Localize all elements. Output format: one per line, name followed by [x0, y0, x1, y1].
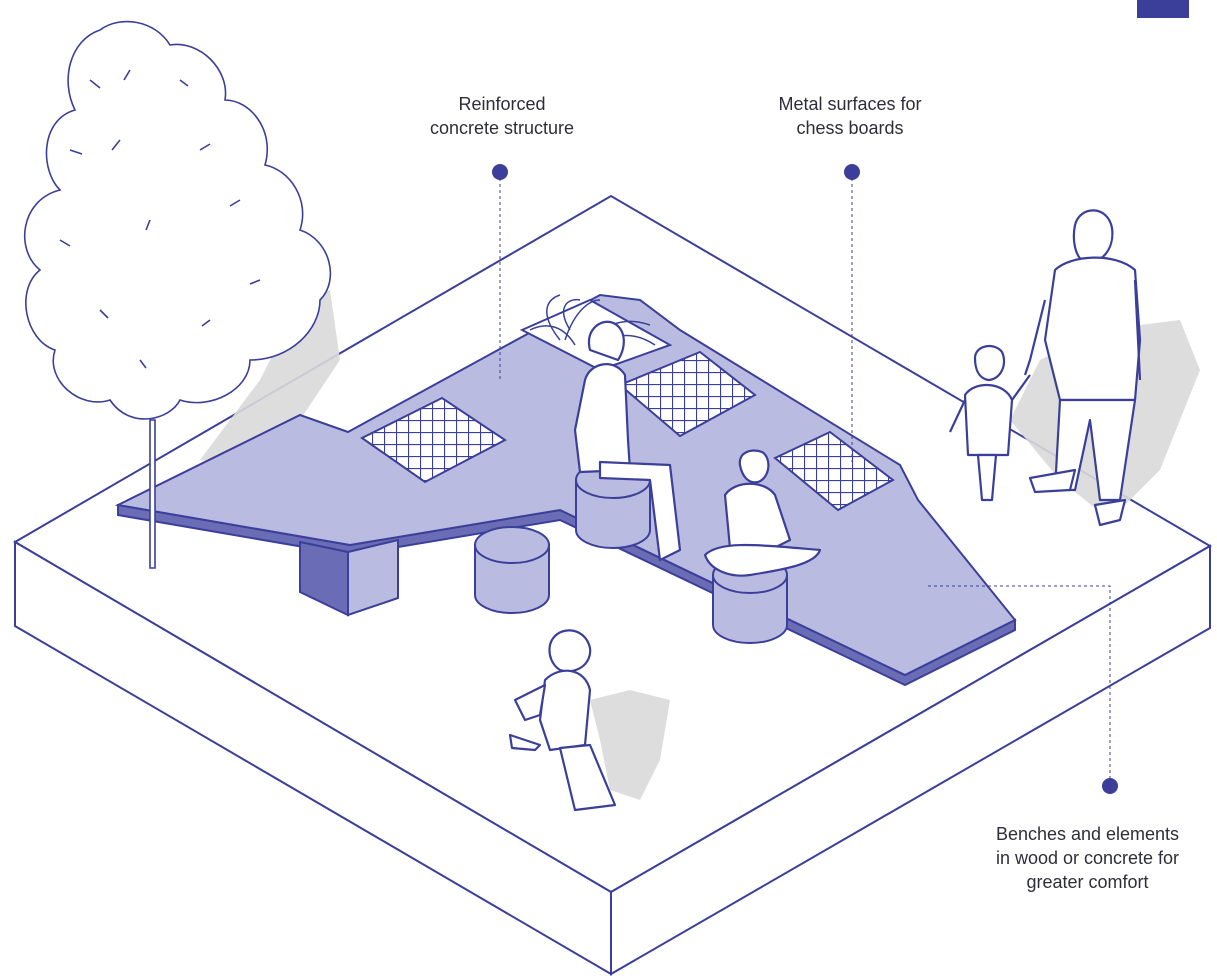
callouts: [492, 164, 1118, 794]
callout-dot-concrete: [492, 164, 508, 180]
corner-tab: [1137, 0, 1189, 18]
label-reinforced-concrete-structure: Reinforced concrete structure: [429, 94, 575, 138]
callout-line-benches: [928, 585, 1111, 786]
chess-boards: [360, 350, 895, 512]
planter-plants: [529, 294, 656, 346]
callout-dot-metal: [844, 164, 860, 180]
person-seated-boy: [703, 449, 822, 577]
label-benches-and-elements: Benches and elements in wood or concrete…: [995, 824, 1180, 892]
person-adult-man: [1023, 209, 1142, 527]
people: [508, 209, 1142, 812]
person-child: [949, 344, 1031, 502]
callout-dot-benches: [1102, 778, 1118, 794]
person-running-girl: [508, 629, 617, 812]
tree: [23, 20, 332, 569]
label-metal-surfaces-chess-boards: Metal surfaces for chess boards: [778, 94, 922, 138]
person-seated-woman: [573, 320, 682, 562]
